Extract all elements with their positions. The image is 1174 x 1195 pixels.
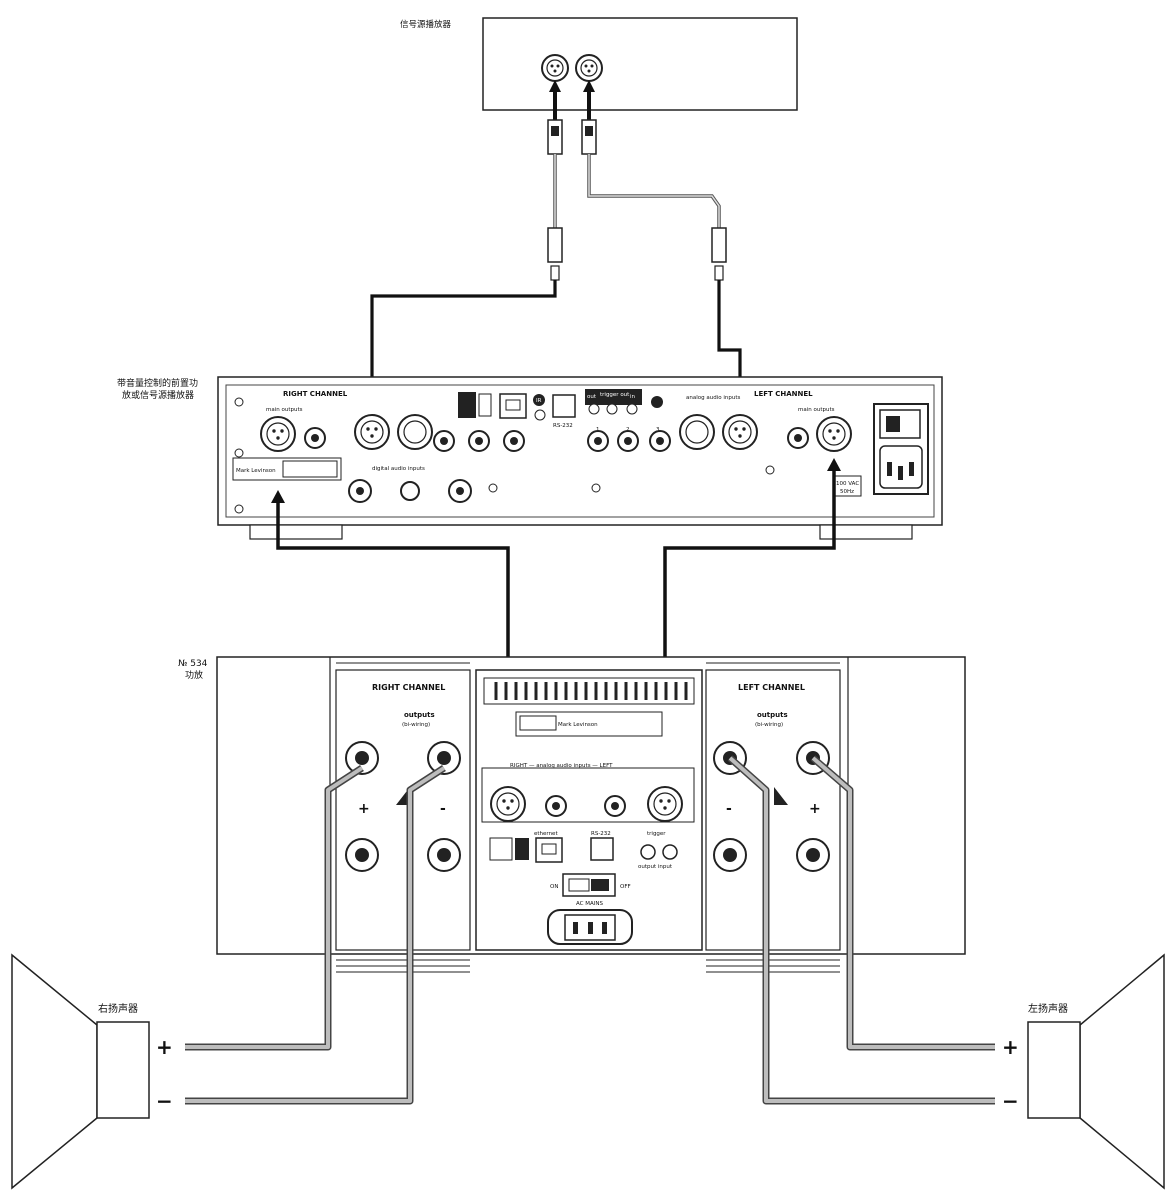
preamp-frequency-label: 50Hz	[840, 489, 854, 495]
right-speaker-plus-terminal: +	[156, 1035, 173, 1059]
amp-left-xlr-input	[647, 786, 683, 822]
speaker-cable-left-plus	[810, 755, 995, 1051]
preamp-trigger-out-label: out	[587, 394, 597, 400]
preamp-brand-label: Mark Levinson	[236, 468, 276, 474]
preamp-right-channel-label: RIGHT CHANNEL	[283, 390, 348, 398]
right-speaker	[11, 953, 150, 1190]
svg-text:带音量控制的前置功: 带音量控制的前置功	[117, 377, 198, 389]
amp-brand-label: Mark Levinson	[558, 722, 598, 728]
svg-text:+: +	[358, 801, 370, 817]
amp-ethernet-label: ethernet	[534, 831, 558, 837]
amp-left-biwiring-label: (bi-wiring)	[755, 722, 783, 728]
right-speaker-minus-terminal: −	[156, 1089, 173, 1113]
preamp-left-main-output-xlr	[816, 416, 852, 452]
amp-trigger-io-label: output input	[638, 864, 673, 870]
preamp-analog-inputs-label: analog audio inputs	[686, 395, 740, 401]
amp-type-label: 功放	[185, 669, 203, 681]
amp-on-label: ON	[550, 884, 558, 890]
svg-text:放或信号源播放器: 放或信号源播放器	[122, 389, 194, 401]
preamp-trigger-in-label: in	[630, 394, 636, 400]
amp-off-label: OFF	[620, 884, 631, 890]
amp-right-outputs-label: outputs	[404, 711, 435, 719]
xlr-cable-right	[365, 80, 563, 398]
amp-trigger-label: trigger	[647, 831, 666, 837]
amp-left-binding-posts: - +	[713, 741, 830, 872]
preamp-right-main-output-xlr	[260, 416, 296, 452]
amp-model-label: № 534	[178, 659, 208, 669]
xlr-cable-left	[581, 80, 747, 398]
amp-left-channel-label: LEFT CHANNEL	[738, 683, 805, 692]
preamp-left-channel-label: LEFT CHANNEL	[754, 390, 813, 398]
amp-right-biwiring-label: (bi-wiring)	[402, 722, 430, 728]
left-speaker	[1027, 953, 1165, 1190]
speaker-cable-left-minus	[727, 755, 995, 1105]
amp-left-outputs-label: outputs	[757, 711, 788, 719]
source-player-label: 信号源播放器	[400, 19, 452, 30]
preamp-rear-panel: RIGHT CHANNEL LEFT CHANNEL main outputs …	[217, 376, 943, 540]
preamp-input-number-2: 2	[626, 427, 630, 433]
source-player	[482, 17, 798, 111]
amp-center-panel: Mark Levinson RIGHT — analog audio input…	[475, 669, 703, 951]
preamp-main-outputs-right-label: main outputs	[266, 407, 303, 413]
amp-power-inlet	[547, 909, 633, 945]
preamp-rs232-label: RS-232	[553, 423, 573, 429]
speaker-cable-right-minus	[185, 765, 446, 1105]
source-xlr-left-connector	[541, 54, 569, 82]
right-speaker-label: 右扬声器	[98, 1002, 138, 1015]
preamp-input-number-1: 1	[596, 427, 600, 433]
preamp-right-analog-input-xlr	[354, 414, 390, 450]
preamp-input-number-3: 3	[656, 427, 660, 433]
amp-rs232-label: RS-232	[591, 831, 611, 837]
svg-text:-: -	[440, 801, 446, 817]
preamp-left-analog-input-xlr	[722, 414, 758, 450]
preamp-label: 带音量控制的前置功 放或信号源播放器	[117, 377, 198, 401]
preamp-main-outputs-left-label: main outputs	[798, 407, 835, 413]
svg-text:+: +	[809, 801, 821, 817]
preamp-power-inlet	[873, 403, 929, 495]
amp-ac-mains-label: AC MAINS	[576, 901, 603, 907]
amp-analog-inputs-label: RIGHT — analog audio inputs — LEFT	[510, 763, 613, 769]
amp-right-binding-posts: + -	[345, 741, 461, 872]
preamp-digital-inputs-label: digital audio inputs	[372, 466, 425, 472]
left-speaker-minus-terminal: −	[1002, 1089, 1019, 1113]
preamp-trigger-label: trigger out	[600, 392, 630, 398]
svg-text:-: -	[726, 801, 732, 817]
preamp-voltage-label: 100 VAC	[836, 481, 859, 487]
speaker-cable-right-plus	[185, 765, 364, 1051]
source-xlr-right-connector	[575, 54, 603, 82]
left-speaker-plus-terminal: +	[1002, 1035, 1019, 1059]
preamp-ir-label: IR	[536, 398, 542, 404]
left-speaker-label: 左扬声器	[1028, 1002, 1068, 1015]
amp-right-xlr-input	[490, 786, 526, 822]
amp-right-channel-label: RIGHT CHANNEL	[372, 683, 445, 692]
